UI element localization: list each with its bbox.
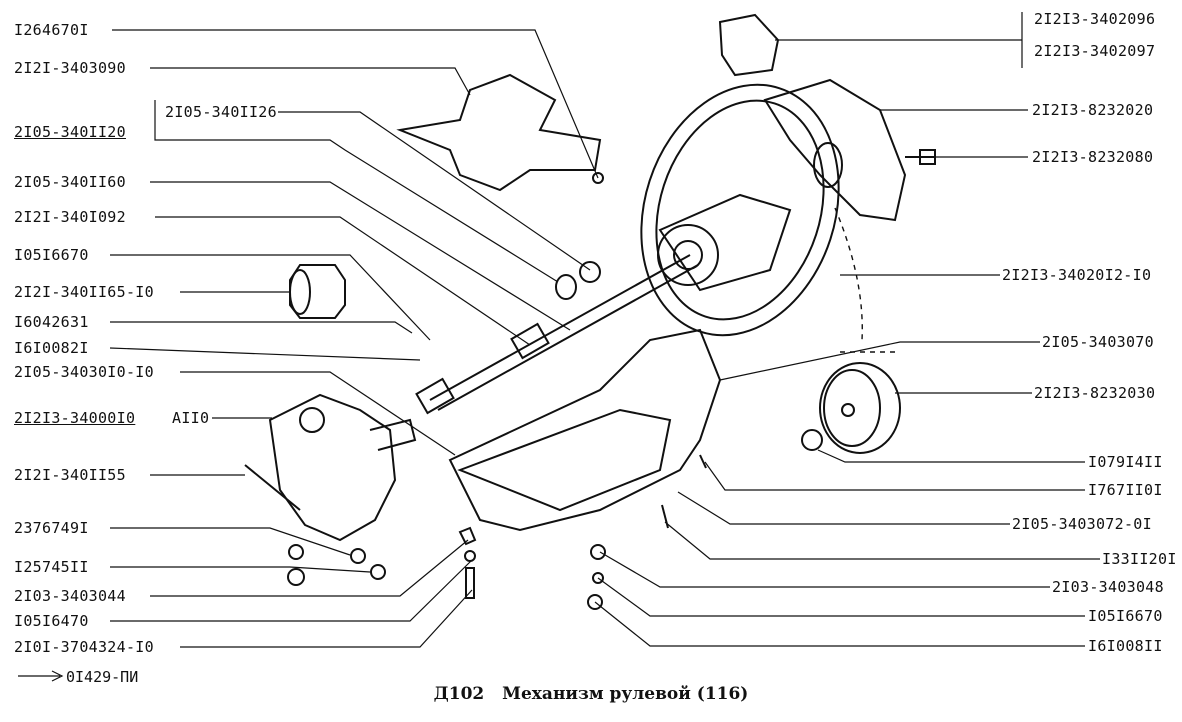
leader-line (110, 321, 413, 334)
leader-line (150, 181, 571, 331)
washer (590, 544, 606, 560)
part-label-right: I6I008II (1088, 637, 1163, 655)
part-label-left: 2I03-3403044 (14, 587, 126, 605)
leader-line (110, 254, 431, 341)
leader-line (775, 12, 1023, 68)
part-label-right: 2I2I3-34020I2-I0 (1002, 266, 1152, 284)
plate (458, 526, 477, 546)
long-bolt (244, 464, 301, 511)
bushing (579, 261, 601, 283)
bolt (465, 567, 475, 599)
part-label-right: I05I6670 (1088, 607, 1163, 625)
leader-line (677, 491, 1010, 525)
nut (464, 550, 476, 562)
part-label-left: I05I6470 (14, 612, 89, 630)
horn-pad (763, 78, 907, 222)
leader-line (150, 67, 471, 96)
part-label-left: I6I0082I (14, 339, 89, 357)
screw (699, 454, 707, 469)
leader-line (180, 589, 473, 648)
leader-line (154, 100, 559, 283)
part-label-right: I33II20I (1102, 550, 1177, 568)
column-housing (448, 328, 722, 532)
part-label-right: 2I05-3403072-0I (1012, 515, 1152, 533)
leader-line (180, 371, 456, 456)
leader-line (817, 449, 1085, 463)
nut (801, 429, 823, 451)
part-label-left: 2I0I-3704324-I0 (14, 638, 154, 656)
reference-code: 0I429-ПИ (66, 668, 139, 686)
part-label-right: 2I2I3-3402096 (1034, 10, 1156, 28)
part-label-left: 2376749I (14, 519, 89, 537)
steering-gear-box (268, 393, 397, 542)
dashed-guide (834, 207, 863, 341)
washer (350, 548, 366, 564)
leader-line (599, 551, 1050, 588)
part-label-right: 2I05-3403070 (1042, 333, 1154, 351)
steering-wheel-rim (640, 83, 840, 337)
part-label-left: АII0 (172, 409, 210, 427)
part-label-left: I264670I (14, 21, 89, 39)
leader-line (704, 461, 1085, 491)
leader-line (110, 566, 371, 573)
leader-line (664, 521, 1100, 560)
part-label-left: I6042631 (14, 313, 89, 331)
universal-joint (510, 322, 550, 360)
figure-caption: Д102 Механизм рулевой (116) (0, 684, 1182, 704)
steering-wheel-rim-inner (655, 99, 825, 321)
nut (587, 594, 603, 610)
part-label-right: 2I2I3-8232080 (1032, 148, 1154, 166)
clip (718, 13, 780, 77)
reference-arrow (18, 670, 64, 682)
part-label-left: 2I05-340II26 (165, 103, 277, 121)
bushing (555, 274, 577, 300)
part-label-left: I05I6670 (14, 246, 89, 264)
caption-code: Д102 (433, 684, 485, 704)
leader-line (109, 347, 421, 361)
screw (661, 504, 669, 529)
upper-bracket (396, 73, 602, 192)
steering-hub (657, 224, 719, 286)
part-label-right: 2I2I3-8232020 (1032, 101, 1154, 119)
nut (370, 564, 386, 580)
part-label-left: 2I2I-340I092 (14, 208, 126, 226)
part-label-right: 2I2I3-8232030 (1034, 384, 1156, 402)
part-label-right: 2I03-3403048 (1052, 578, 1164, 596)
part-label-left: 2I2I-340II65-I0 (14, 283, 154, 301)
part-label-right: I079I4II (1088, 453, 1163, 471)
caption-title: Механизм рулевой (116) (502, 684, 749, 704)
part-label-right: I767II0I (1088, 481, 1163, 499)
leader-line (597, 577, 1085, 617)
steering-shaft (429, 254, 699, 411)
part-label-left: I25745II (14, 558, 89, 576)
washer (288, 544, 304, 560)
switch-drum (819, 362, 901, 454)
leader-line (719, 341, 1040, 381)
leader-line (155, 216, 531, 346)
leader-line (110, 559, 473, 622)
leader-line (278, 111, 591, 271)
leader-line (112, 29, 599, 179)
bolt (905, 149, 936, 165)
leader-line (594, 601, 1085, 647)
leader-line (150, 539, 469, 597)
part-label-left: 2I05-340II20 (14, 123, 126, 141)
part-label-left: 2I2I-340II55 (14, 466, 126, 484)
part-label-left: 2I05-340II60 (14, 173, 126, 191)
washer (592, 572, 604, 584)
leader-line (110, 527, 351, 556)
rubber-bush (289, 264, 346, 319)
part-label-left: 2I2I-3403090 (14, 59, 126, 77)
part-label-left: 2I05-34030I0-I0 (14, 363, 154, 381)
part-label-right: 2I2I3-3402097 (1034, 42, 1156, 60)
universal-joint (415, 377, 455, 415)
part-label-left: 2I2I3-34000I0 (14, 409, 136, 427)
